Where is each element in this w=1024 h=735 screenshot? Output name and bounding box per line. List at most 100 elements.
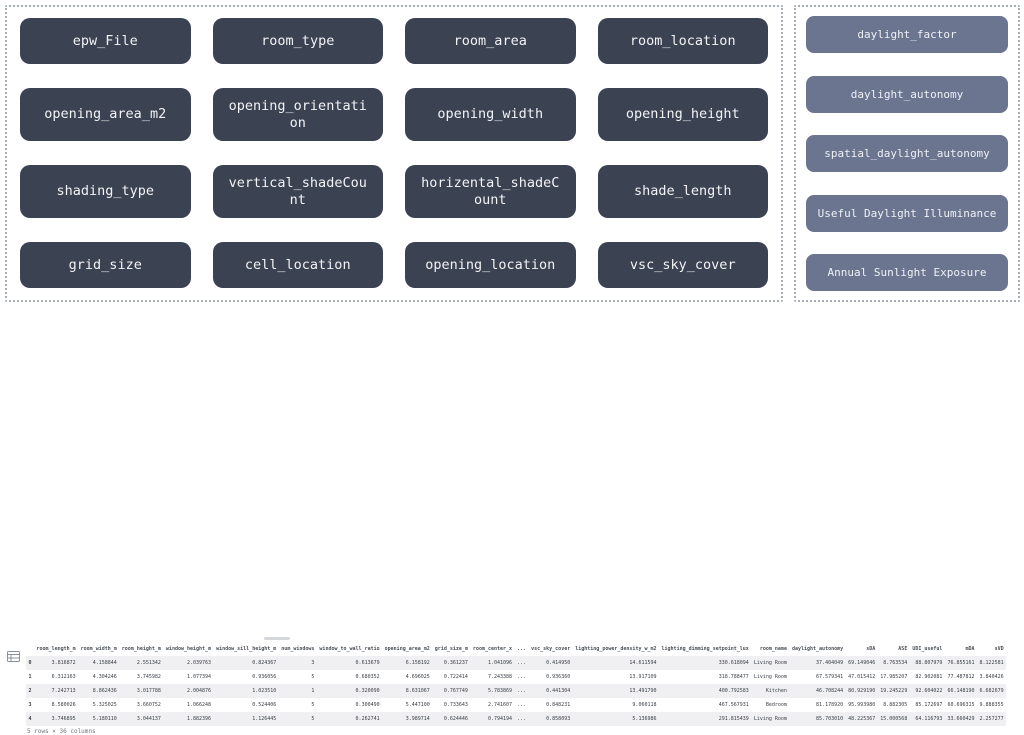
table-cell: 5 — [311, 715, 315, 722]
table-cell: 0.936056 — [252, 673, 277, 680]
table-cell: 3.660752 — [136, 701, 161, 708]
node-vertical-shade-count[interactable]: vertical_shadeCount — [212, 165, 383, 218]
row-index: 0 — [28, 659, 32, 666]
table-cell: 1.077394 — [186, 673, 212, 680]
table-cell: 0.767749 — [443, 687, 468, 694]
table-icon[interactable] — [7, 647, 20, 666]
table-cell: 2.741607 — [487, 701, 513, 708]
table-cell: 0.680352 — [355, 673, 380, 680]
table-cell: 64.116793 — [915, 715, 943, 722]
table-cell: Living Room — [753, 673, 787, 680]
table-cell: 1 — [311, 687, 315, 694]
column-header: ... — [517, 645, 527, 652]
table-cell: 291.815439 — [718, 715, 749, 722]
table-cell: 5 — [311, 701, 315, 708]
table-cell: 95.993980 — [848, 701, 876, 708]
table-cell: 3.044137 — [136, 715, 161, 722]
input-parameters-panel: epw_File room_type room_area room_locati… — [5, 5, 783, 302]
node-cell-location[interactable]: cell_location — [212, 242, 383, 288]
table-cell: ... — [517, 687, 527, 694]
column-header: window_height_m — [165, 645, 212, 652]
table-cell: 4.158844 — [92, 659, 117, 666]
table-cell: 8.882305 — [883, 701, 908, 708]
node-opening-area-m2[interactable]: opening_area_m2 — [20, 88, 191, 141]
table-cell: 3.017788 — [136, 687, 161, 694]
table-cell: 5.325025 — [92, 701, 117, 708]
table-cell: 92.604022 — [915, 687, 943, 694]
column-header: lighting_dimming_setpoint_lux — [661, 645, 749, 652]
node-room-location[interactable]: room_location — [597, 18, 768, 64]
node-vsc-sky-cover[interactable]: vsc_sky_cover — [597, 242, 768, 288]
table-cell: 467.567931 — [718, 701, 749, 708]
metric-spatial-daylight-autonomy[interactable]: spatial_daylight_autonomy — [806, 135, 1008, 172]
table-cell: 76.855161 — [947, 659, 975, 666]
table-cell: 1.041096 — [487, 659, 513, 666]
node-shading-type[interactable]: shading_type — [20, 165, 191, 218]
node-room-area[interactable]: room_area — [405, 18, 576, 64]
table-cell: 7.243388 — [487, 673, 513, 680]
table-cell: 400.792583 — [718, 687, 749, 694]
column-header: room_length_m — [36, 645, 76, 652]
column-header: num_windows — [281, 645, 315, 652]
column-header — [26, 642, 34, 656]
table-cell: 0.300490 — [355, 701, 380, 708]
table-cell: 0.414950 — [546, 659, 571, 666]
table-cell: 5.783869 — [487, 687, 513, 694]
table-cell: 0.613679 — [355, 659, 380, 666]
table-cell: 3.816872 — [51, 659, 76, 666]
table-cell: 1.882396 — [186, 715, 212, 722]
metric-daylight-autonomy[interactable]: daylight_autonomy — [806, 75, 1008, 113]
column-header: room_height_m — [121, 645, 161, 652]
node-horizental-shade-count[interactable]: horizental_shadeCount — [405, 165, 576, 218]
node-room-type[interactable]: room_type — [212, 18, 383, 64]
column-header: vsc_sky_cover — [531, 645, 571, 652]
horizontal-scrollbar[interactable] — [264, 637, 290, 640]
metric-useful-daylight-illuminance[interactable]: Useful Daylight Illuminance — [806, 194, 1008, 232]
column-header: daylight_autonomy — [791, 645, 844, 652]
table-cell: 4.304246 — [92, 673, 117, 680]
column-header: grid_size_m — [434, 645, 468, 652]
table-cell: 2.004876 — [186, 687, 212, 694]
table-cell: 19.245229 — [880, 687, 908, 694]
table-cell: 5 — [311, 673, 315, 680]
table-cell: 0.936360 — [546, 673, 571, 680]
table-cell: 33.660429 — [947, 715, 975, 722]
table-cell: 3.989714 — [405, 715, 430, 722]
table-cell: 0.441304 — [546, 687, 571, 694]
table-cell: 5.136986 — [632, 715, 657, 722]
column-header: opening_area_m2 — [384, 645, 430, 652]
column-header: sDA — [866, 645, 876, 652]
table-cell: Living Room — [753, 659, 787, 666]
table-cell: 37.404049 — [816, 659, 844, 666]
column-header: ASE — [898, 645, 908, 652]
table-cell: 2.257277 — [979, 715, 1004, 722]
table-cell: 318.788477 — [718, 673, 749, 680]
table-cell: 7.242713 — [51, 687, 76, 694]
node-shade-length[interactable]: shade_length — [597, 165, 768, 218]
table-cell: 6.312163 — [51, 673, 76, 680]
metric-annual-sunlight-exposure[interactable]: Annual Sunlight Exposure — [806, 254, 1008, 291]
column-header: mDA — [965, 645, 975, 652]
node-epw-file[interactable]: epw_File — [20, 18, 191, 64]
node-opening-width[interactable]: opening_width — [405, 88, 576, 141]
table-cell: 66.148190 — [947, 687, 975, 694]
table-cell: 1.126445 — [252, 715, 277, 722]
table-cell: 8.763534 — [883, 659, 908, 666]
table-shape-caption: 5 rows × 36 columns — [27, 728, 96, 735]
metric-daylight-factor[interactable]: daylight_factor — [806, 16, 1008, 53]
node-opening-location[interactable]: opening_location — [405, 242, 576, 288]
node-opening-height[interactable]: opening_height — [597, 88, 768, 141]
table-cell: 5.180110 — [92, 715, 117, 722]
table-cell: 330.618094 — [718, 659, 749, 666]
node-opening-orientation[interactable]: opening_orientation — [212, 88, 383, 141]
node-grid-size[interactable]: grid_size — [20, 242, 191, 288]
column-header: UDI_useful — [912, 645, 943, 652]
table-cell: 2.039763 — [186, 659, 212, 666]
table-cell: Living Room — [753, 715, 787, 722]
